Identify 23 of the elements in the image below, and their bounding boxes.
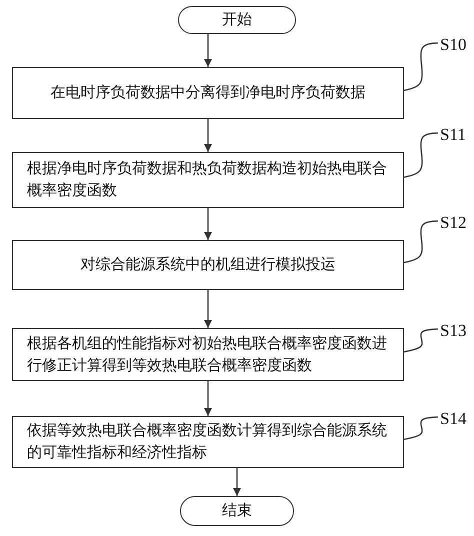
leader-line	[404, 42, 438, 92]
step-label: S10	[440, 34, 474, 56]
process-box: 根据各机组的性能指标对初始热电联合概率密度函数进行修正计算得到等效热电联合概率密度函数	[12, 328, 404, 381]
process-box: 依据等效热电联合概率密度函数计算得到综合能源系统的可靠性指标和经济性指标	[12, 416, 404, 468]
arrow	[204, 119, 212, 152]
terminal-box: 结束	[180, 496, 294, 526]
leader-line	[404, 416, 438, 440]
arrow	[233, 468, 241, 496]
leader-line	[404, 220, 438, 264]
step-label: S11	[440, 124, 474, 146]
arrow	[204, 381, 212, 416]
process-box: 根据净电时序负荷数据和热负荷数据构造初始热电联合概率密度函数	[12, 152, 404, 208]
step-label: S13	[440, 320, 474, 342]
arrow	[204, 290, 212, 328]
step-label: S14	[440, 408, 474, 430]
arrow	[204, 34, 212, 67]
leader-line	[404, 328, 438, 352]
terminal-box: 开始	[178, 6, 296, 34]
leader-line	[404, 132, 438, 178]
process-box: 对综合能源系统中的机组进行模拟投运	[12, 240, 404, 290]
process-box: 在电时序负荷数据中分离得到净电时序负荷数据	[12, 67, 404, 119]
step-label: S12	[440, 212, 474, 234]
arrow	[204, 208, 212, 240]
